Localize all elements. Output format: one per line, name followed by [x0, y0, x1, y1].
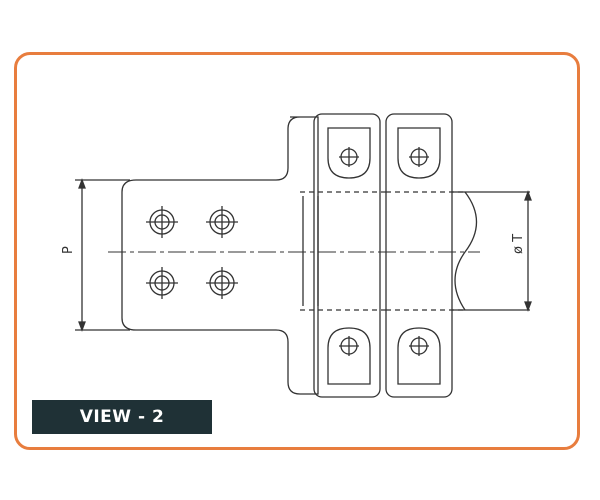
bolt-hole	[146, 267, 178, 299]
bolt-hole	[206, 267, 238, 299]
view-label-badge: VIEW - 2	[32, 400, 212, 434]
diagram-frame	[14, 52, 580, 450]
bolt-hole	[146, 206, 178, 238]
right-clamp-plate	[385, 113, 453, 398]
clamp-slot	[397, 127, 441, 179]
clamp-slot	[397, 327, 441, 385]
conductor-break	[454, 191, 478, 311]
left-clamp-plate	[313, 113, 381, 398]
clamp-slot	[327, 327, 371, 385]
body-outline	[121, 116, 319, 395]
bolt-hole	[206, 206, 238, 238]
dimension-t-label: ø T	[511, 234, 526, 254]
clamp-slot	[327, 127, 371, 179]
dimension-p-label: P	[61, 246, 76, 254]
